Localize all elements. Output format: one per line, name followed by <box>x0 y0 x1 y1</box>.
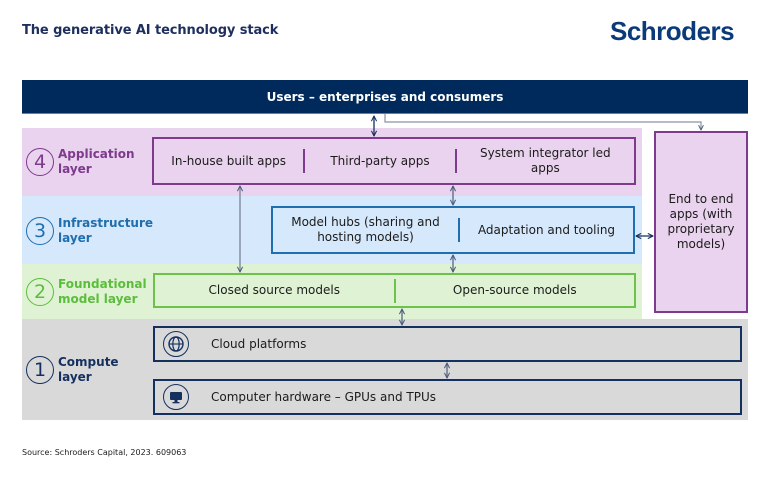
layer-subtitle: layer <box>58 231 92 245</box>
layer-number-badge: 2 <box>26 278 54 306</box>
source-note: Source: Schroders Capital, 2023. 609063 <box>22 448 187 457</box>
computer-hardware-box: Computer hardware – GPUs and TPUs <box>153 379 742 415</box>
application-box: In-house built apps Third-party apps Sys… <box>152 137 636 185</box>
cloud-platforms-label: Cloud platforms <box>211 337 307 351</box>
layer-title: Foundational <box>58 277 147 291</box>
layer-label-foundational: 2 Foundational model layer <box>26 277 147 307</box>
in-house-apps: In-house built apps <box>171 153 287 168</box>
divider <box>393 278 396 303</box>
compute-layer-band <box>22 319 748 420</box>
page-title: The generative AI technology stack <box>22 23 279 38</box>
divider <box>303 149 306 173</box>
cloud-platforms-box: Cloud platforms <box>153 326 742 362</box>
infrastructure-box: Model hubs (sharing and hosting models) … <box>271 206 635 254</box>
adaptation-and-tooling: Adaptation and tooling <box>477 222 616 237</box>
divider <box>458 218 460 242</box>
layer-subtitle: layer <box>58 162 92 176</box>
foundational-box: Closed source models Open-source models <box>153 273 636 308</box>
layer-label-infrastructure: 3 Infrastructure layer <box>26 216 153 246</box>
layer-subtitle: model layer <box>58 292 138 306</box>
layer-number-badge: 4 <box>26 148 54 176</box>
monitor-icon <box>163 384 189 410</box>
layer-number-badge: 1 <box>26 356 54 384</box>
third-party-apps: Third-party apps <box>330 153 430 168</box>
layer-title: Infrastructure <box>58 216 154 230</box>
layer-title: Compute <box>58 355 119 369</box>
divider <box>454 149 457 173</box>
open-source-models: Open-source models <box>452 283 577 297</box>
model-hubs: Model hubs (sharing and hosting models) <box>291 215 440 244</box>
system-integrator-apps: System integrator led apps <box>480 146 611 175</box>
users-bar: Users – enterprises and consumers <box>22 80 748 114</box>
globe-icon <box>163 331 189 357</box>
layer-subtitle: layer <box>58 370 92 384</box>
computer-hardware-label: Computer hardware – GPUs and TPUs <box>211 390 436 404</box>
layer-label-application: 4 Application layer <box>26 147 135 177</box>
end-to-end-apps-box: End to end apps (with proprietary models… <box>654 131 748 313</box>
layer-label-compute: 1 Compute layer <box>26 355 119 385</box>
end-to-end-apps-label: End to end apps (with proprietary models… <box>667 192 735 251</box>
closed-source-models: Closed source models <box>208 283 340 297</box>
schroders-logo: Schroders <box>610 16 735 46</box>
layer-number-badge: 3 <box>26 217 54 245</box>
layer-title: Application <box>58 147 135 161</box>
